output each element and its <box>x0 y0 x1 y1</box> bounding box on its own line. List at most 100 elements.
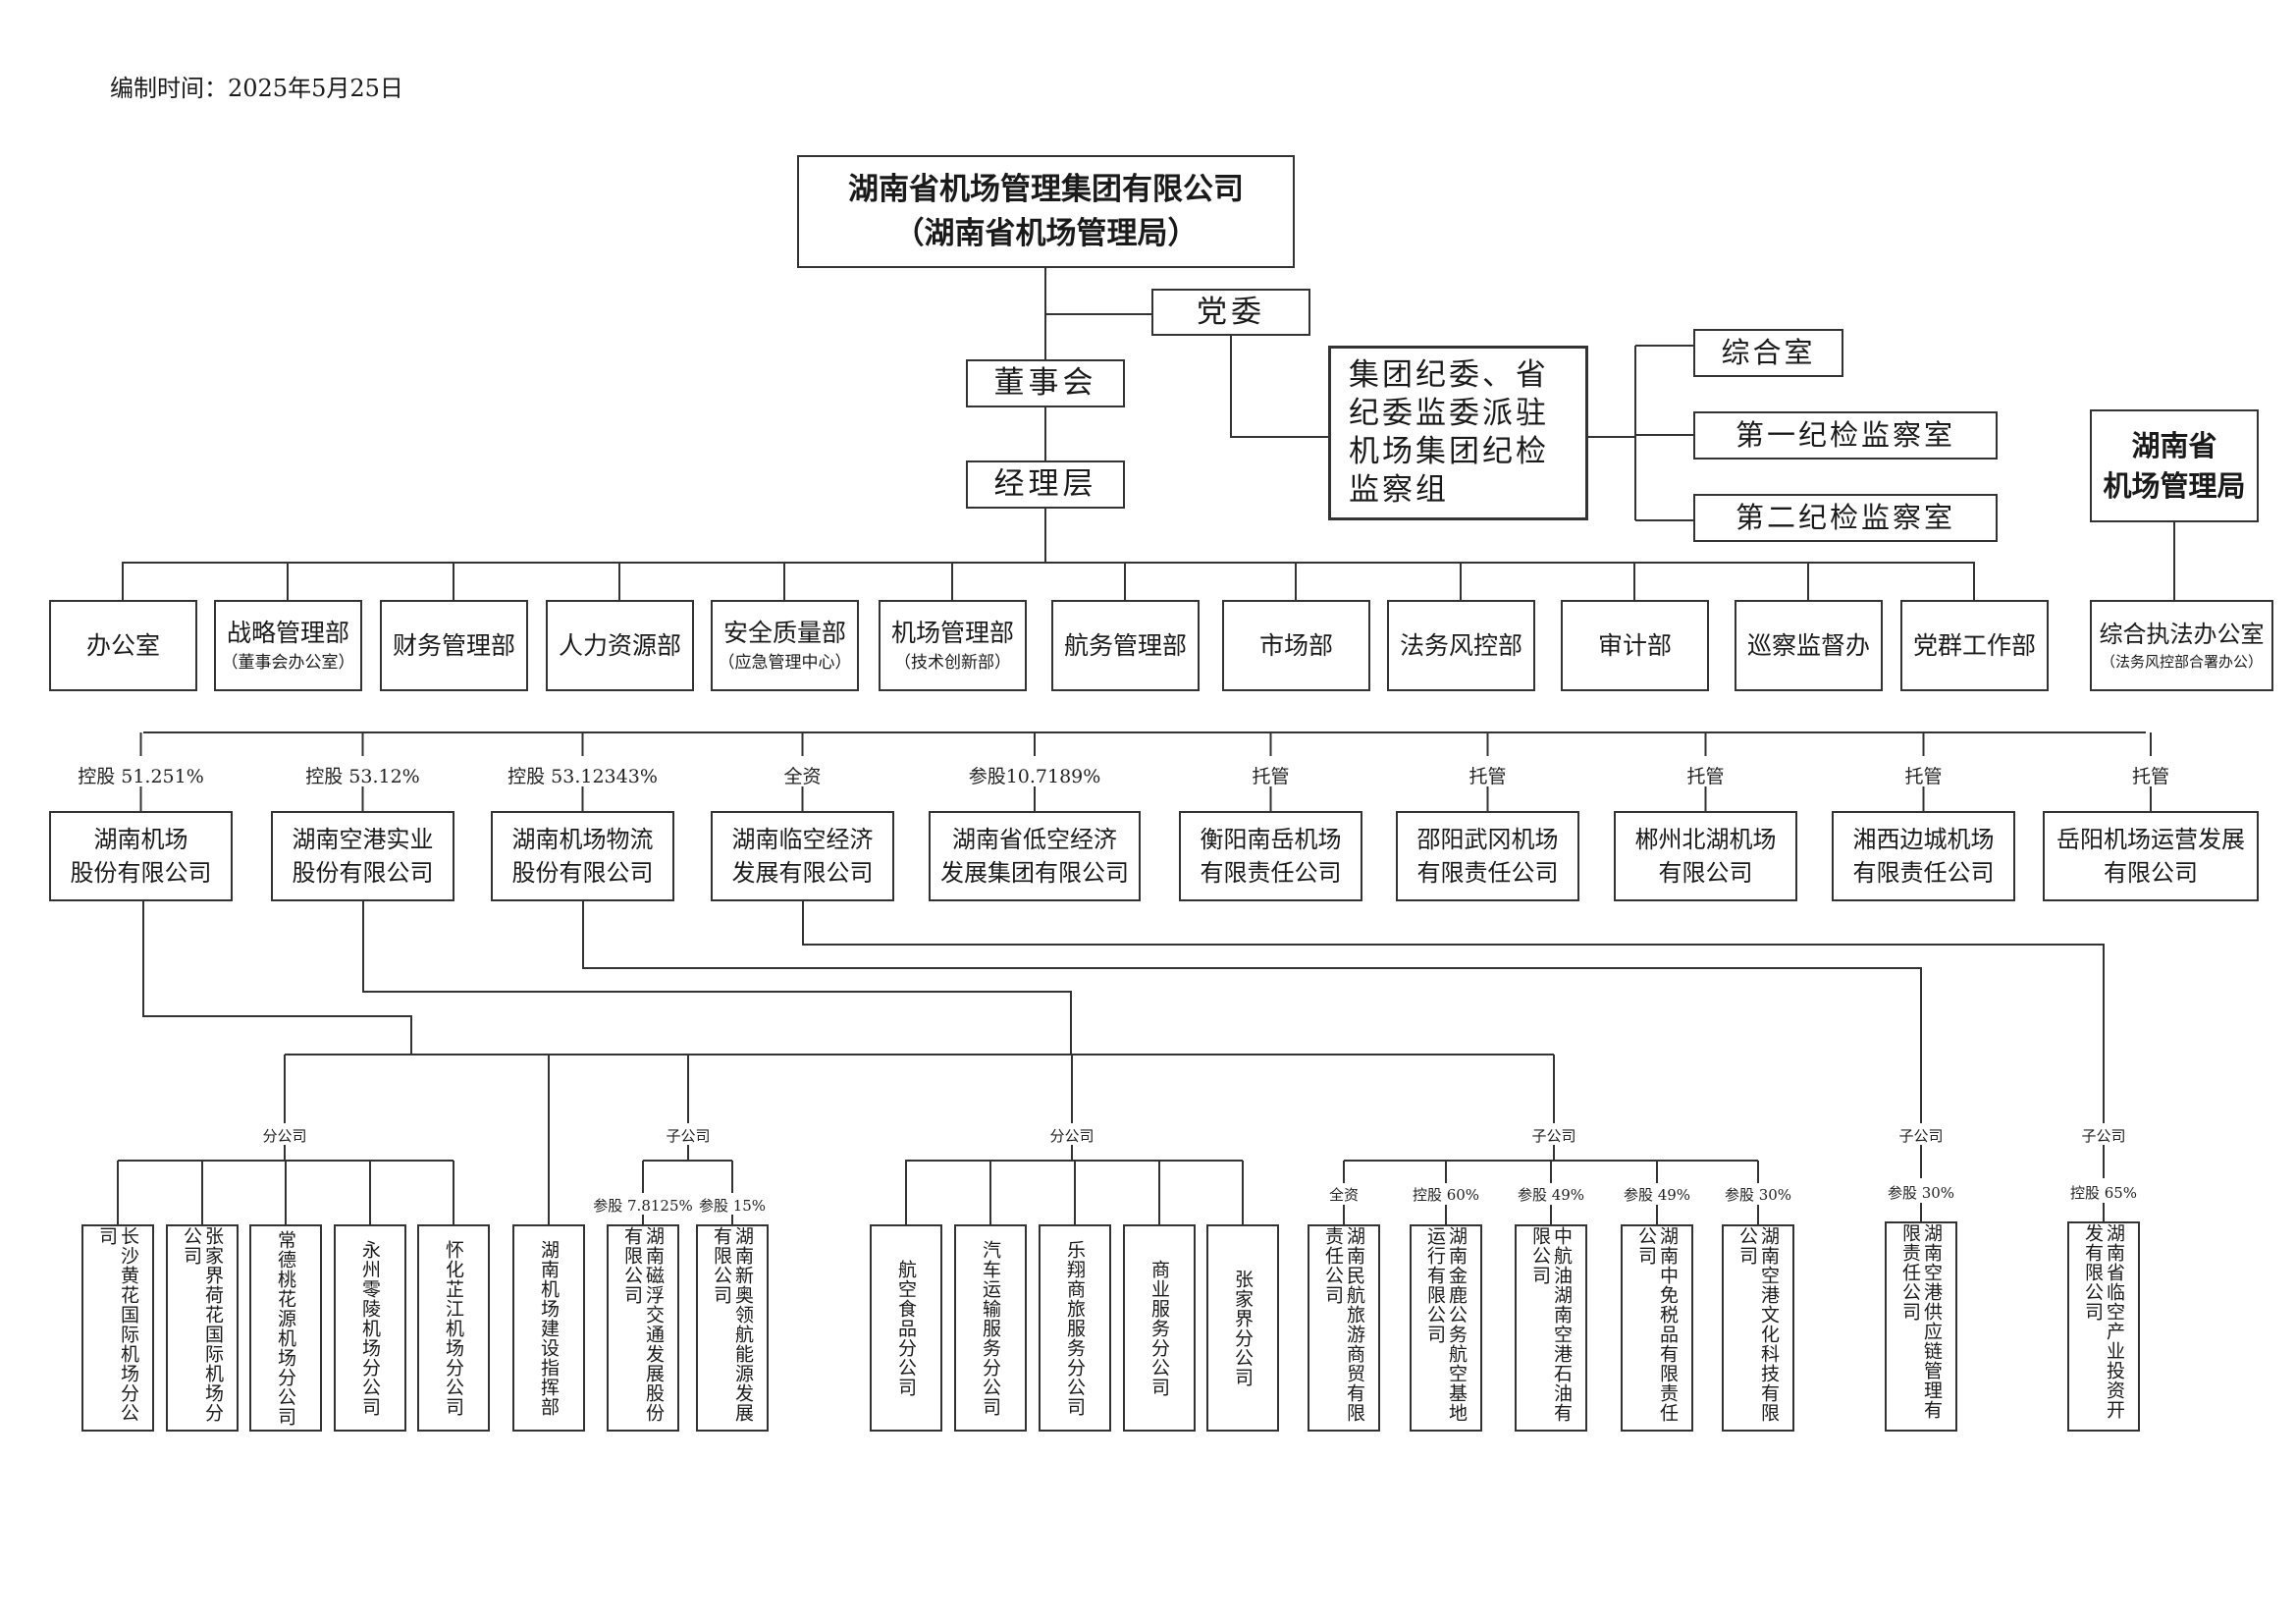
company-name-line1: 湖南空港实业 <box>292 826 434 853</box>
airport-branch-box-text: 常德桃花源机场分公司 <box>275 1229 296 1427</box>
discipline-office-first: 第一纪检监察室 <box>1693 411 1998 460</box>
company-name-line2: 股份有限公司 <box>511 859 654 887</box>
industry-sub-relation: 参股 30% <box>1724 1186 1792 1204</box>
logistics-down <box>582 901 1922 1123</box>
industry-sub-relation: 参股 49% <box>1517 1186 1585 1204</box>
department-note: （技术创新部） <box>894 652 1011 673</box>
department-name: 巡察监督办 <box>1746 630 1870 660</box>
logistics-sub-box: 湖南空港供应链管理有限责任公司 <box>1885 1221 1957 1432</box>
airport-sub-box-text: 湖南磁浮交通发展股份有限公司 <box>621 1226 665 1423</box>
industry-branch-box: 汽车运输服务分公司 <box>954 1224 1027 1432</box>
company-name-line1: 岳阳机场运营发展 <box>2056 826 2245 853</box>
airport-direct-box: 湖南机场建设指挥部 <box>512 1224 585 1432</box>
department-box: 审计部 <box>1561 600 1709 691</box>
industry-sub-label: 子公司 <box>1531 1127 1576 1145</box>
department-name: 办公室 <box>85 630 160 660</box>
industry-branch-box-text: 航空食品分公司 <box>895 1259 917 1397</box>
department-box: 人力资源部 <box>546 600 694 691</box>
industry-branch-label: 分公司 <box>1049 1127 1095 1145</box>
bureau-box: 湖南省 机场管理局 <box>2090 409 2259 522</box>
company-name-line1: 湘西边城机场 <box>1852 826 1995 853</box>
company-box: 郴州北湖机场有限公司 <box>1614 811 1797 901</box>
industry-branch-box-text: 张家界分公司 <box>1232 1269 1254 1387</box>
logistics-sub-label: 子公司 <box>1898 1127 1944 1145</box>
company-box: 岳阳机场运营发展有限公司 <box>2043 811 2259 901</box>
airport-branch-box: 长沙黄花国际机场分公司 <box>81 1224 154 1432</box>
airport-sub-relation: 参股 15% <box>698 1197 767 1215</box>
compile-date: 编制时间：2025年5月25日 <box>110 75 403 102</box>
party-committee-box: 党委 <box>1151 289 1310 336</box>
industry-sub-relation: 全资 <box>1328 1186 1360 1204</box>
department-box: 法务风控部 <box>1387 600 1535 691</box>
department-name: 市场部 <box>1258 630 1333 660</box>
department-box: 机场管理部（技术创新部） <box>879 600 1027 691</box>
company-relation: 托管 <box>1468 766 1507 787</box>
company-name-line2: 股份有限公司 <box>70 859 212 887</box>
department-name: 审计部 <box>1597 630 1672 660</box>
industry-sub-box: 湖南空港文化科技有限公司 <box>1722 1224 1794 1432</box>
industry-branch-box-text: 汽车运输服务分公司 <box>980 1239 1001 1417</box>
department-box: 安全质量部（应急管理中心） <box>711 600 859 691</box>
industry-branch-box-text: 商业服务分公司 <box>1148 1259 1170 1397</box>
company-relation: 控股 51.251% <box>78 766 204 787</box>
industry-branch-box: 张家界分公司 <box>1206 1224 1279 1432</box>
industry-sub-box: 中航油湖南空港石油有限公司 <box>1515 1224 1587 1432</box>
company-name-line1: 邵阳武冈机场 <box>1416 826 1559 853</box>
department-name: 党群工作部 <box>1912 630 2036 660</box>
company-relation: 参股10.7189% <box>968 766 1101 787</box>
airport-branch-box: 永州零陵机场分公司 <box>334 1224 406 1432</box>
department-note: （董事会办公室） <box>221 652 355 673</box>
group-box: 湖南省机场管理集团有限公司 （湖南省机场管理局） <box>797 155 1295 268</box>
board-box: 董事会 <box>966 359 1125 407</box>
airport-branch-box-text: 怀化芷江机场分公司 <box>443 1239 464 1417</box>
linkong-sub-box: 湖南省临空产业投资开发有限公司 <box>2067 1221 2140 1432</box>
department-name: 安全质量部 <box>722 619 846 648</box>
company-name-line2: 发展有限公司 <box>731 859 874 887</box>
department-name: 财务管理部 <box>392 630 515 660</box>
industry-sub-box-text: 中航油湖南空港石油有限公司 <box>1529 1226 1573 1423</box>
airport-branch-box-text: 张家界荷花国际机场分公司 <box>181 1226 224 1423</box>
company-name-line1: 衡阳南岳机场 <box>1200 826 1342 853</box>
company-name-line2: 有限公司 <box>1658 859 1753 887</box>
airport-branch-box: 张家界荷花国际机场分公司 <box>166 1224 239 1432</box>
linkong-sub-relation: 控股 65% <box>2069 1184 2138 1202</box>
management-box: 经理层 <box>966 460 1125 509</box>
industry-sub-box: 湖南中免税品有限责任公司 <box>1621 1224 1693 1432</box>
company-relation: 托管 <box>1686 766 1725 787</box>
industry-branch-box: 乐翔商旅服务分公司 <box>1039 1224 1111 1432</box>
company-name-line2: 有限责任公司 <box>1852 859 1995 887</box>
company-relation: 控股 53.12343% <box>507 766 658 787</box>
linkong-down <box>802 901 2105 1123</box>
company-relation: 控股 53.12% <box>305 766 420 787</box>
department-name: 战略管理部 <box>226 619 349 648</box>
discipline-office-general: 综合室 <box>1693 329 1843 377</box>
department-box: 航务管理部 <box>1051 600 1200 691</box>
industry-sub-box-text: 湖南民航旅游商贸有限责任公司 <box>1322 1226 1365 1423</box>
company-box: 邵阳武冈机场有限责任公司 <box>1396 811 1579 901</box>
company-box: 湖南空港实业股份有限公司 <box>271 811 454 901</box>
industry-sub-box-text: 湖南中免税品有限责任公司 <box>1635 1226 1679 1423</box>
industry-branch-box: 航空食品分公司 <box>870 1224 942 1432</box>
company-box: 湖南临空经济发展有限公司 <box>711 811 894 901</box>
logistics-sub-box-text: 湖南空港供应链管理有限责任公司 <box>1899 1223 1943 1420</box>
company-box: 湖南机场股份有限公司 <box>49 811 233 901</box>
airport-sub-box: 湖南磁浮交通发展股份有限公司 <box>607 1224 679 1432</box>
department-box: 巡察监督办 <box>1735 600 1883 691</box>
airport-sub-relation: 参股 7.8125% <box>593 1197 693 1215</box>
company-box: 湖南省低空经济发展集团有限公司 <box>929 811 1141 901</box>
link-party-discipline <box>1230 336 1328 438</box>
company-name-line2: 有限责任公司 <box>1200 859 1342 887</box>
industry-branch-box-text: 乐翔商旅服务分公司 <box>1064 1239 1086 1417</box>
group-name: 湖南省机场管理集团有限公司 <box>848 171 1244 207</box>
company-name-line1: 湖南机场 <box>93 826 188 853</box>
department-name: 法务风控部 <box>1399 630 1522 660</box>
industry-sub-relation: 控股 60% <box>1412 1186 1480 1204</box>
industry-sub-box: 湖南金鹿公务航空基地运行有限公司 <box>1410 1224 1482 1432</box>
industry-sub-box: 湖南民航旅游商贸有限责任公司 <box>1308 1224 1380 1432</box>
company-name-line2: 发展集团有限公司 <box>940 859 1129 887</box>
company-name-line1: 湖南临空经济 <box>731 826 874 853</box>
discipline-group-name: 集团纪委、省纪委监委派驻机场集团纪检监察组 <box>1349 357 1549 508</box>
company-name-line1: 湖南省低空经济 <box>952 826 1117 853</box>
linkong-sub-box-text: 湖南省临空产业投资开发有限公司 <box>2082 1223 2125 1420</box>
